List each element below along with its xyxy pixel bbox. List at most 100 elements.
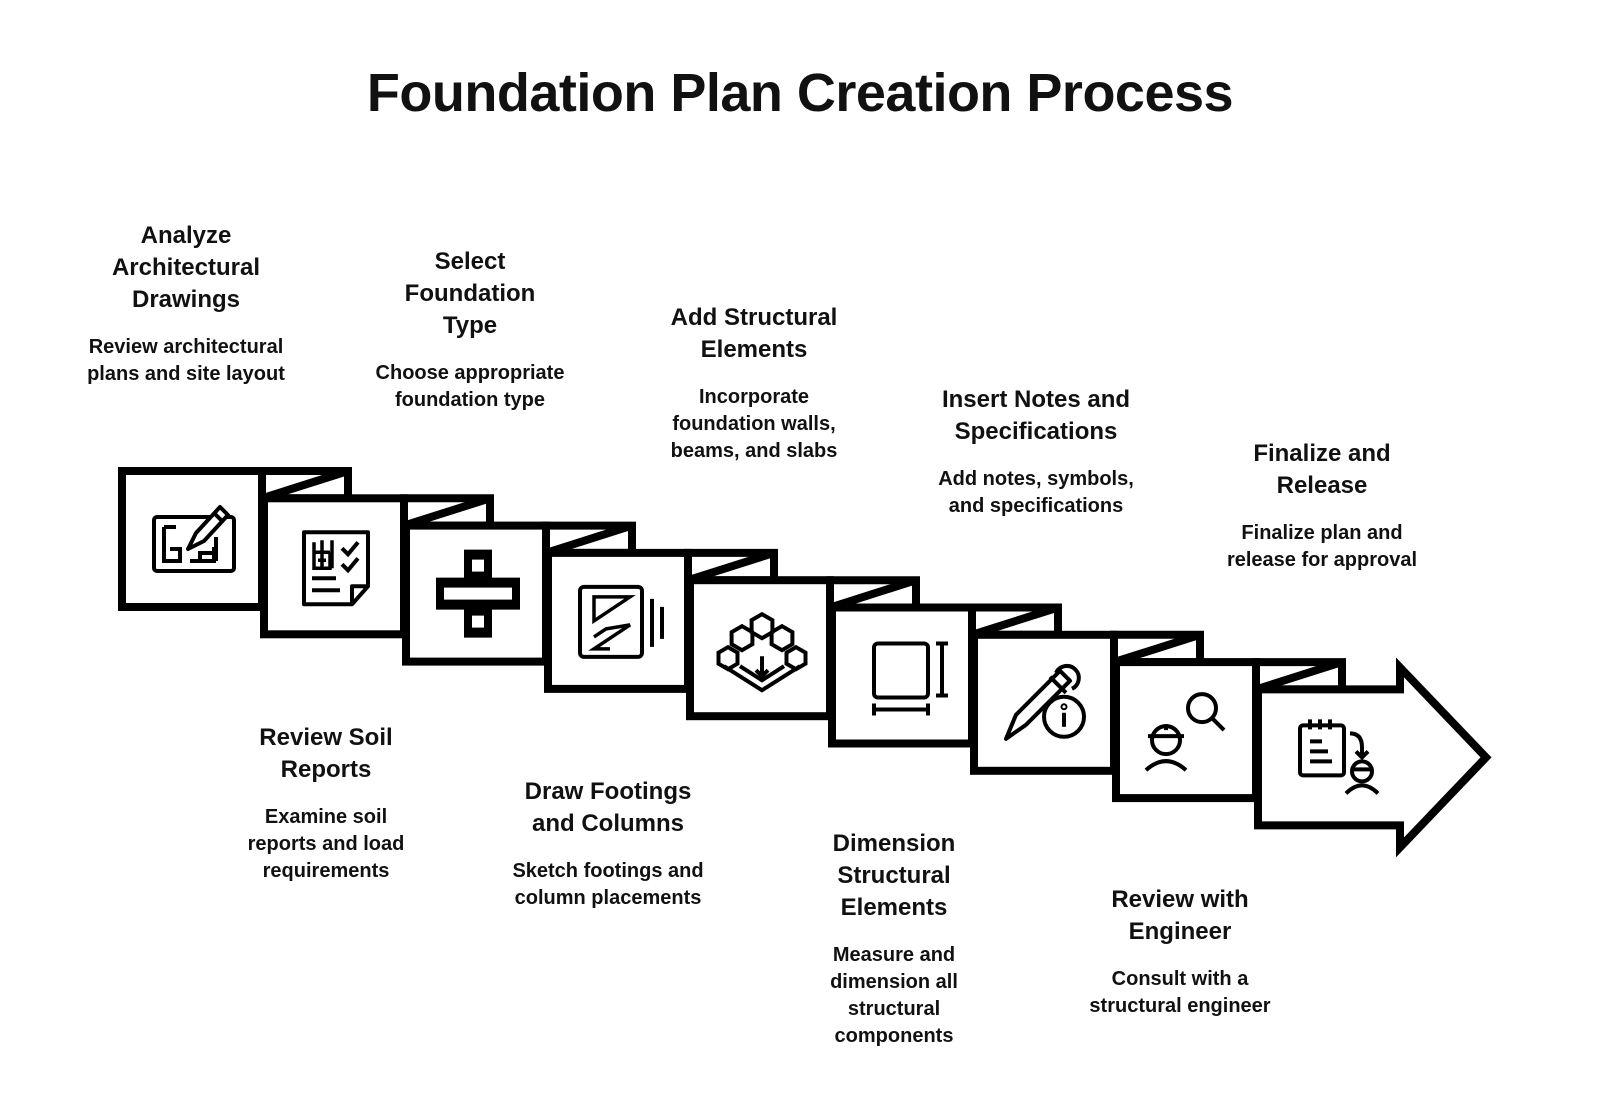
step-description-line: requirements bbox=[262, 860, 390, 882]
step-title-line: Type bbox=[442, 312, 498, 339]
panel-face bbox=[1112, 658, 1260, 803]
step-description-line: column placements bbox=[514, 887, 702, 909]
step-panel bbox=[1112, 658, 1346, 803]
step-panel bbox=[686, 576, 920, 721]
panel-face bbox=[828, 603, 976, 748]
step-title: Draw Footings and Columns bbox=[488, 776, 728, 840]
step-description-line: foundation type bbox=[395, 389, 545, 411]
step-title-line: Specifications bbox=[954, 418, 1118, 445]
step-description-line: and specifications bbox=[948, 495, 1124, 517]
step-description-line: reports and load bbox=[247, 833, 405, 855]
panel-face bbox=[544, 548, 692, 693]
foundation-cross-icon bbox=[436, 549, 520, 638]
step-description-line: Review architectural bbox=[88, 336, 284, 358]
step-description-line: Add notes, symbols, bbox=[938, 468, 1134, 490]
fold-crease bbox=[1254, 658, 1344, 694]
step-title-line: Reports bbox=[280, 756, 372, 783]
step-description-line: Consult with a bbox=[1111, 968, 1249, 990]
engineer-search-icon bbox=[1144, 692, 1226, 772]
step-description: Choose appropriate foundation type bbox=[350, 360, 590, 414]
step-description-line: Choose appropriate bbox=[375, 362, 565, 384]
step-description: Review architectural plans and site layou… bbox=[66, 334, 306, 388]
step-title-line: Elements bbox=[700, 336, 808, 363]
step-title-line: Add Structural bbox=[670, 304, 838, 331]
step-title-line: Foundation bbox=[404, 280, 536, 307]
panel-face bbox=[260, 494, 408, 639]
step-description-line: Finalize plan and bbox=[1241, 522, 1403, 544]
step-description-line: structural engineer bbox=[1089, 995, 1271, 1017]
step-description: Incorporate foundation walls, beams, and s… bbox=[634, 384, 874, 465]
fold-crease bbox=[544, 521, 634, 557]
step-description: Finalize plan and release for approval bbox=[1202, 520, 1442, 574]
blueprint-pencil-icon bbox=[152, 505, 236, 573]
step-title-line: Architectural bbox=[111, 254, 261, 281]
step-panel bbox=[260, 494, 494, 639]
step-description-line: Incorporate bbox=[698, 386, 810, 408]
step-title-line: Finalize and bbox=[1253, 440, 1391, 467]
step-title-line: and Columns bbox=[531, 810, 684, 837]
dimension-icon bbox=[872, 641, 948, 716]
step-description: Add notes, symbols, and specifications bbox=[916, 466, 1156, 520]
pencil-info-icon bbox=[1004, 664, 1086, 741]
step-title-line: Elements bbox=[840, 894, 948, 921]
step-description-line: beams, and slabs bbox=[670, 440, 838, 462]
step-panel bbox=[1254, 657, 1492, 858]
step-description: Sketch footings and column placements bbox=[488, 858, 728, 912]
step-title-line: Release bbox=[1276, 472, 1368, 499]
step-description-line: structural bbox=[847, 998, 941, 1020]
step-description: Examine soil reports and load requirements bbox=[206, 804, 446, 885]
clipboard-handoff-icon bbox=[1298, 719, 1380, 795]
step-description: Consult with a structural engineer bbox=[1060, 966, 1300, 1020]
step-title-line: Insert Notes and bbox=[941, 386, 1131, 413]
hexagon-structure-icon bbox=[716, 611, 808, 693]
step-title-line: Draw Footings bbox=[524, 778, 692, 805]
panel-face bbox=[686, 576, 834, 721]
step-description-line: dimension all bbox=[830, 971, 958, 993]
fold-crease bbox=[1112, 630, 1202, 666]
diagram-title: Foundation Plan Creation Process bbox=[366, 63, 1234, 123]
step-description-line: components bbox=[834, 1025, 954, 1047]
step-description-line: release for approval bbox=[1226, 549, 1418, 571]
step-description: Measure and dimension all structural compon… bbox=[774, 942, 1014, 1050]
step-description-line: Examine soil bbox=[264, 806, 388, 828]
step-title-line: Dimension bbox=[832, 830, 956, 857]
step-panel bbox=[828, 603, 1062, 748]
step-description-line: Sketch footings and bbox=[512, 860, 704, 882]
arrow-panel bbox=[1254, 657, 1492, 858]
step-description-line: plans and site layout bbox=[87, 363, 285, 385]
fold-crease bbox=[260, 467, 350, 503]
step-title-line: Drawings bbox=[131, 286, 241, 313]
step-title-line: Engineer bbox=[1128, 918, 1232, 945]
step-title-line: Review with bbox=[1111, 886, 1249, 913]
step-description-line: foundation walls, bbox=[672, 413, 836, 435]
panel-face bbox=[970, 630, 1118, 775]
step-description-line: Measure and bbox=[832, 944, 956, 966]
sketch-frame-icon bbox=[578, 584, 664, 659]
step-title-line: Review Soil bbox=[259, 724, 393, 751]
fold-crease bbox=[828, 576, 918, 612]
step-title-line: Analyze bbox=[140, 222, 232, 249]
step-title-line: Structural bbox=[837, 862, 951, 889]
fold-crease bbox=[970, 603, 1060, 639]
step-panel bbox=[544, 548, 778, 693]
report-checklist-icon bbox=[302, 530, 370, 607]
fold-crease bbox=[686, 549, 776, 585]
